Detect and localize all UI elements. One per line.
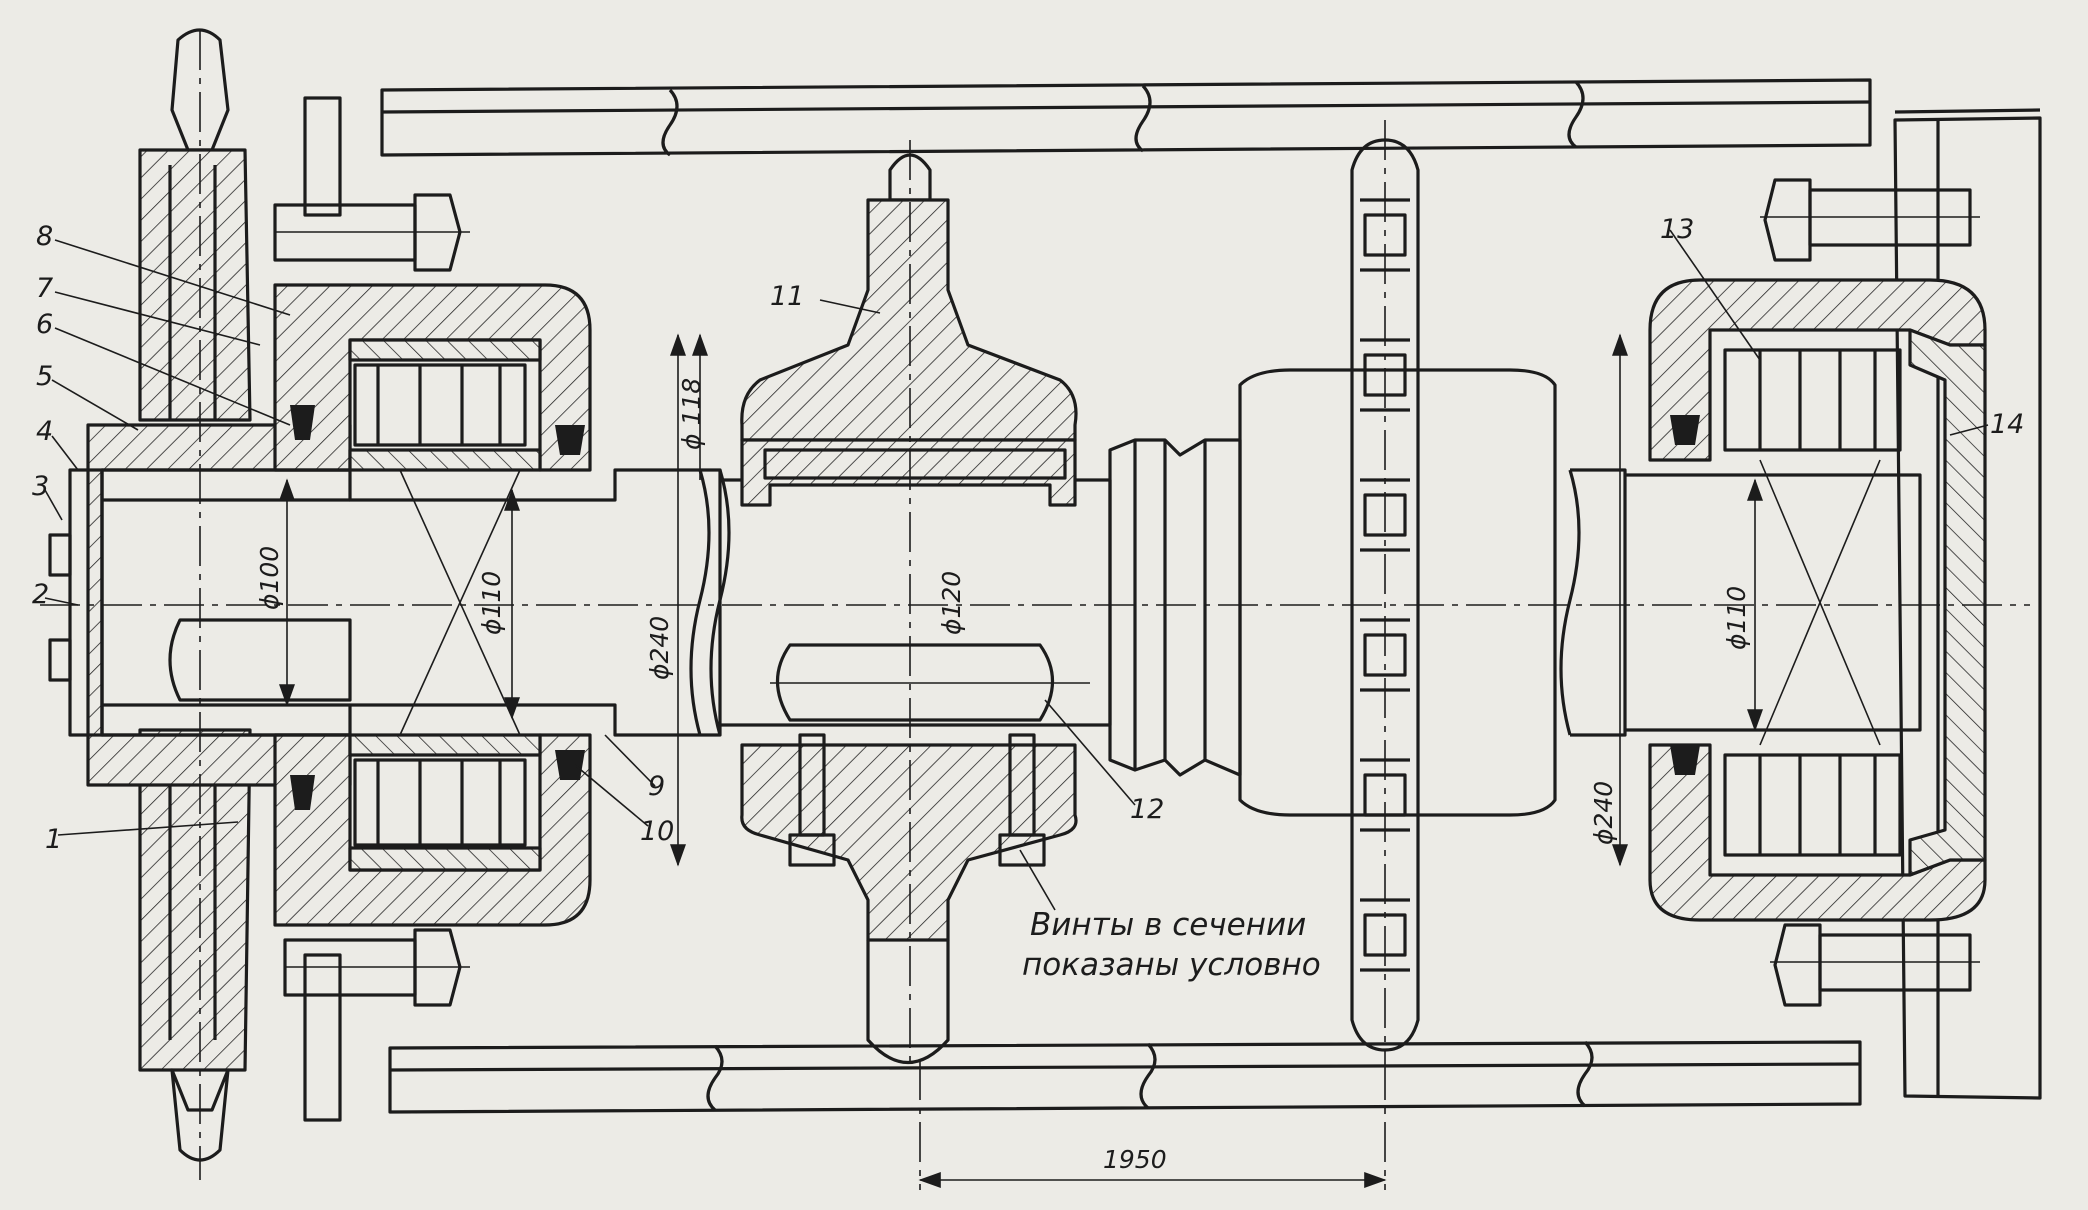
part-label-7: 7 xyxy=(36,273,53,304)
part-label-8: 8 xyxy=(36,221,53,252)
dimension-lines xyxy=(279,333,1763,1188)
main-shaft xyxy=(100,468,1922,737)
part-label-3: 3 xyxy=(32,471,49,502)
part-label-1: 1 xyxy=(45,824,62,855)
dim-d110-right: ϕ110 xyxy=(1722,586,1751,650)
dim-d240-right: ϕ240 xyxy=(1589,781,1618,845)
dim-d118: ϕ 118 xyxy=(677,378,706,450)
left-frame-post xyxy=(303,96,342,1122)
part-label-10: 10 xyxy=(640,816,674,847)
dim-d110-left: ϕ110 xyxy=(477,571,506,635)
part-label-14: 14 xyxy=(1990,409,2024,440)
center-axes xyxy=(40,30,2030,1190)
leader-lines xyxy=(44,229,1989,911)
left-bearing xyxy=(348,338,542,872)
note-line-1: Винты в сечении xyxy=(1030,907,1306,943)
dim-d100: ϕ100 xyxy=(255,546,284,610)
part-label-13: 13 xyxy=(1660,214,1694,245)
part-label-6: 6 xyxy=(36,309,53,340)
right-upper-bolt xyxy=(1760,178,1980,262)
left-upper-bolt xyxy=(273,193,470,272)
left-sprocket xyxy=(138,28,252,1162)
middle-key xyxy=(770,643,1090,722)
left-lower-bolt xyxy=(283,928,470,1007)
left-bearing-taper-lines xyxy=(399,469,521,736)
dim-d240-shaft: ϕ240 xyxy=(645,616,674,680)
right-bearing-housing xyxy=(1648,278,1987,922)
left-seals xyxy=(290,405,585,810)
middle-hub-bolts xyxy=(788,733,1046,867)
upper-chain-strand xyxy=(380,78,1872,157)
note-line-2: показаны условно xyxy=(1022,947,1321,983)
drum xyxy=(1238,368,1557,817)
part-label-5: 5 xyxy=(36,361,53,392)
grooved-collar xyxy=(1108,438,1242,777)
lower-chain-strand xyxy=(388,1040,1862,1114)
part-label-4: 4 xyxy=(36,416,53,447)
right-bearing xyxy=(1670,348,1902,857)
part-label-9: 9 xyxy=(648,771,665,802)
right-lower-bolt xyxy=(1770,923,1980,1007)
part-label-11: 11 xyxy=(770,281,804,312)
part-label-2: 2 xyxy=(32,579,49,610)
part-label-12: 12 xyxy=(1130,794,1164,825)
right-bearing-taper-lines xyxy=(1759,459,1881,746)
dim-span: 1950 xyxy=(1103,1145,1167,1174)
dim-d120: ϕ120 xyxy=(937,571,966,635)
